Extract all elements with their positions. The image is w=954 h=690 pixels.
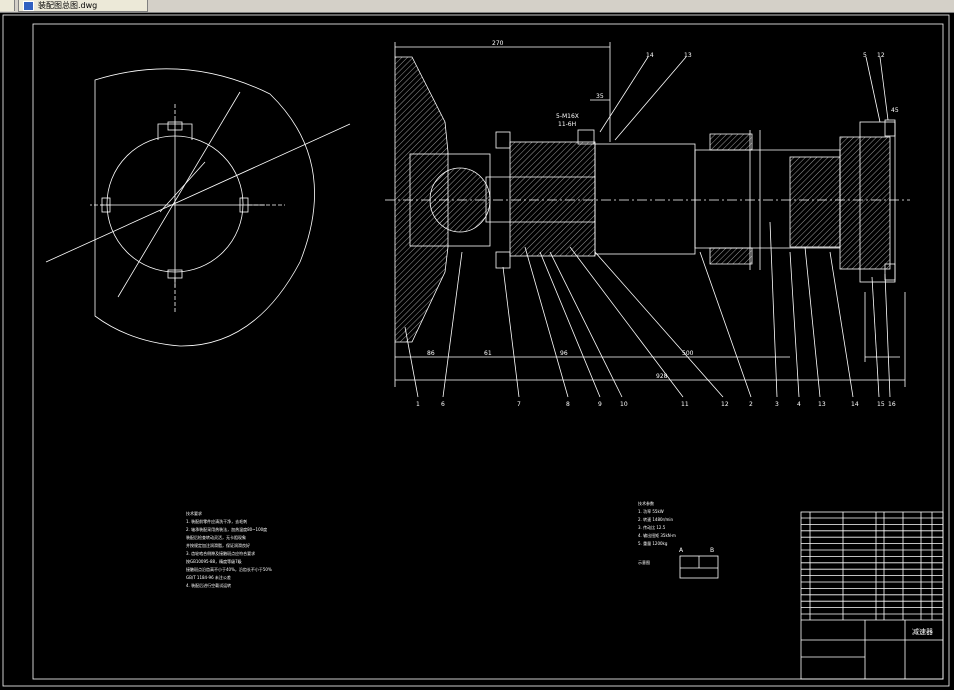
top-part-number-label: 5 <box>863 52 867 59</box>
dim-end: 45 <box>891 107 899 114</box>
part-number-label: 16 <box>888 401 896 408</box>
dim-top-length: 270 <box>492 40 504 47</box>
dwg-file-icon <box>23 0 34 11</box>
title-block[interactable]: 减速器 <box>800 511 944 680</box>
part-number-label: 13 <box>818 401 826 408</box>
tech-params-title: 技术参数 <box>638 500 654 506</box>
part-number-label: 12 <box>721 401 729 408</box>
section-view <box>45 68 351 347</box>
window-menu-button[interactable] <box>0 0 15 11</box>
window-titlebar: 装配图总图.dwg <box>0 0 954 13</box>
part-number-label: 3 <box>775 401 779 408</box>
part-number-label: 1 <box>416 401 420 408</box>
dim-tolerance-1: 5-M16X <box>556 113 579 120</box>
part-number-label: 11 <box>681 401 689 408</box>
title-block-name: 减速器 <box>912 627 933 636</box>
tech-param-line: 5. 重量 1200kg <box>638 540 668 546</box>
outer-frame <box>2 14 950 687</box>
tech-requirement-line: 并按规定加注润滑脂，保证润滑良好 <box>186 542 250 548</box>
document-tab-label: 装配图总图.dwg <box>38 0 98 10</box>
dim-small-gap: 35 <box>596 93 604 100</box>
part-number-label: 6 <box>441 401 445 408</box>
schematic-b-label: B <box>710 547 714 554</box>
inner-frame <box>32 23 944 680</box>
tech-requirement-line: 4. 装配后进行空载试运转 <box>186 582 231 588</box>
tech-params: 技术参数 1. 功率 55kW 2. 转速 1480r/min 3. 传动比 12.… <box>638 500 676 565</box>
part-number-label: 9 <box>598 401 602 408</box>
top-part-number-labels: 14 13 5 12 <box>646 52 885 59</box>
tech-param-line: 4. 输出扭矩 35kN·m <box>638 532 676 538</box>
tech-requirements-title: 技术要求 <box>186 510 202 516</box>
tech-requirement-line: 装配后检查转动灵活，无卡阻现象 <box>186 534 246 540</box>
dim-61: 61 <box>484 350 492 357</box>
tech-requirement-line: 3. 齿轮啮合侧隙及接触斑点应符合要求 <box>186 550 255 556</box>
tech-requirement-line: 2. 轴承装配采用热装法，加热温度80~100度 <box>186 526 267 532</box>
dim-tolerance-2: 11-6H <box>558 121 576 128</box>
tech-requirement-line: 按GB10095-88，精度等级7级 <box>186 558 242 564</box>
dim-overall: 928 <box>656 373 668 380</box>
top-part-number-label: 13 <box>684 52 692 59</box>
tech-param-line: 3. 传动比 12.5 <box>638 524 666 530</box>
schematic-label: 示意图 <box>638 559 650 565</box>
document-tab[interactable]: 装配图总图.dwg <box>18 0 148 12</box>
schematic-box: A B <box>679 547 719 579</box>
assembly-view <box>385 42 910 398</box>
tech-requirement-line: 1. 装配前零件应清洗干净，去毛刺 <box>186 518 247 524</box>
dim-86: 86 <box>427 350 435 357</box>
tech-param-line: 1. 功率 55kW <box>638 508 664 514</box>
part-number-label: 8 <box>566 401 570 408</box>
part-number-label: 4 <box>797 401 801 408</box>
dimension-labels: 270 35 5-M16X 11-6H 86 61 96 500 928 45 <box>427 40 899 380</box>
part-number-label: 2 <box>749 401 753 408</box>
tech-requirement-line: 接触斑点沿齿高不小于40%，沿齿长不小于50% <box>186 566 272 572</box>
schematic-a-label: A <box>679 547 684 554</box>
tech-requirements: 技术要求 1. 装配前零件应清洗干净，去毛刺 2. 轴承装配采用热装法，加热温度8… <box>186 510 272 588</box>
part-number-label: 7 <box>517 401 521 408</box>
top-part-number-label: 12 <box>877 52 885 59</box>
tech-param-line: 2. 转速 1480r/min <box>638 516 674 522</box>
top-part-number-label: 14 <box>646 52 654 59</box>
part-number-label: 14 <box>851 401 859 408</box>
cad-drawing-canvas[interactable]: 270 35 5-M16X 11-6H 86 61 96 500 928 45 … <box>0 12 954 690</box>
tech-requirement-line: GB/T 1184-96 未注公差 <box>186 574 231 580</box>
part-number-label: 15 <box>877 401 885 408</box>
dim-500: 500 <box>682 350 694 357</box>
dim-96: 96 <box>560 350 568 357</box>
part-number-label: 10 <box>620 401 628 408</box>
